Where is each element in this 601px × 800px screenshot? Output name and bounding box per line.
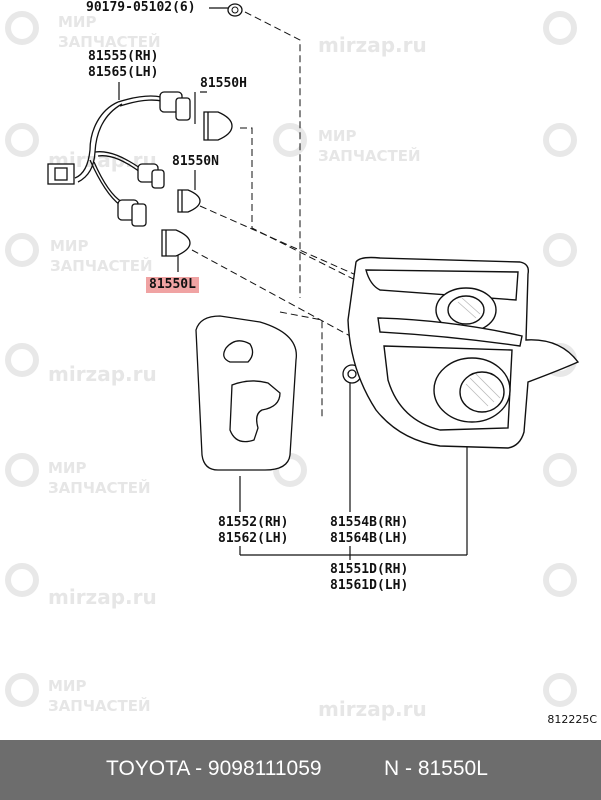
- diagram-drawing: [5, 3, 580, 707]
- part-label-socket-rh: 81555(RH): [88, 49, 159, 64]
- watermark-logos: [5, 11, 577, 707]
- watermark-site: mirzap.ru: [318, 697, 427, 721]
- footer-part-ref: N - 81550L: [384, 757, 488, 780]
- lamp-texture: [457, 297, 501, 407]
- diagram-reference: 812225C: [547, 713, 597, 726]
- part-label-lamp-rh: 81551D(RH): [330, 562, 409, 577]
- part-label-bulb-l-highlighted[interactable]: 81550L: [146, 277, 199, 293]
- tail-lamp-icon: [347, 256, 580, 449]
- watermark-site: mirzap.ru: [318, 33, 427, 57]
- part-label-clip: 90179-05102(6): [86, 0, 196, 15]
- part-label-lamp-lh: 81561D(LH): [330, 578, 409, 593]
- part-label-cushion-lh: 81564B(LH): [330, 531, 409, 546]
- watermark-site: mirzap.ru: [48, 362, 157, 386]
- footer-bar: TOYOTA - 9098111059 N - 81550L: [0, 740, 601, 800]
- part-label-cushion-rh: 81554B(RH): [330, 515, 409, 530]
- part-label-bulb-h: 81550H: [200, 76, 247, 91]
- part-label-gasket-rh: 81552(RH): [218, 515, 289, 530]
- bulb-icon: [161, 111, 233, 257]
- part-label-socket-lh: 81565(LH): [88, 65, 159, 80]
- wiring-harness-icon: [47, 95, 173, 206]
- part-label-bulb-n: 81550N: [172, 154, 219, 169]
- clip-icon: [227, 3, 243, 17]
- socket-icon: [117, 91, 191, 227]
- gasket-icon: [195, 315, 297, 471]
- footer-part-info: TOYOTA - 9098111059: [106, 757, 322, 780]
- watermark-site: mirzap.ru: [48, 585, 157, 609]
- part-label-gasket-lh: 81562(LH): [218, 531, 289, 546]
